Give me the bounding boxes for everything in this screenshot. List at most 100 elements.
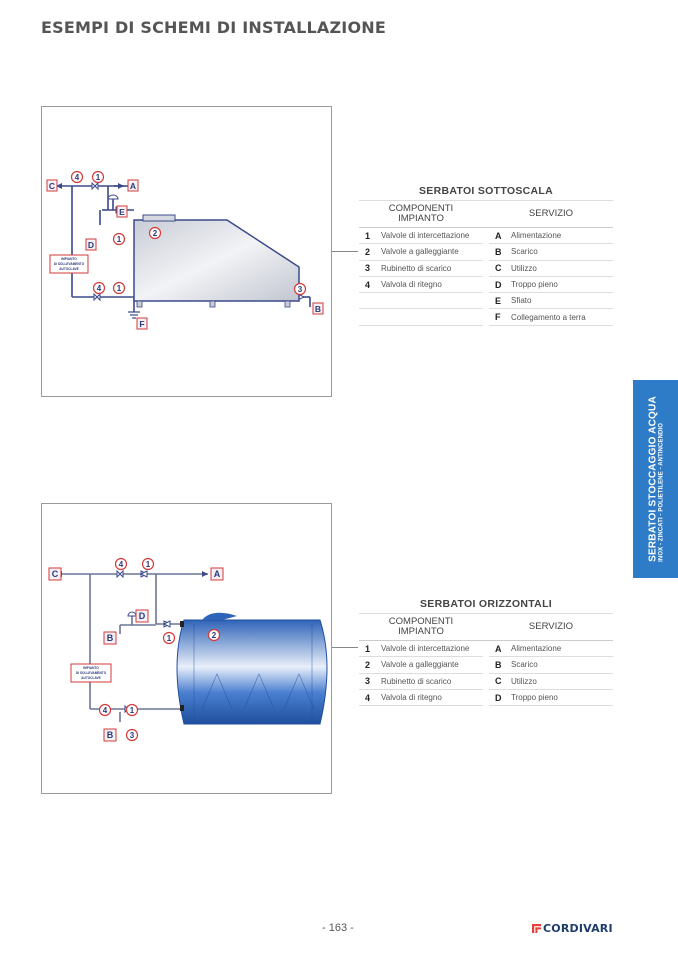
autoclave-label-box — [49, 254, 89, 274]
callout-2: 2 — [212, 631, 217, 640]
row-key: C — [495, 676, 502, 687]
callout-3: 3 — [298, 285, 303, 294]
label-C: C — [52, 569, 59, 579]
callout-1: 1 — [167, 634, 172, 643]
callout-4: 4 — [119, 560, 124, 569]
service-row: E Sfiato — [489, 293, 613, 310]
row-label: Troppo pieno — [511, 280, 558, 290]
svg-text:DI SOLLEVAMENTO: DI SOLLEVAMENTO — [54, 262, 85, 266]
row-key: C — [495, 263, 502, 274]
row-label: Valvole a galleggiante — [381, 660, 459, 670]
horizontal-tank — [176, 619, 328, 725]
label-F: F — [139, 319, 144, 329]
row-key: 3 — [365, 676, 371, 687]
row-label: Valvola di ritegno — [381, 280, 442, 290]
callout-4: 4 — [75, 173, 80, 182]
diagram-orizzontali: 4 1 1 2 4 1 3 C A D B B IMPIANTO DI SOLL… — [41, 503, 332, 794]
svg-text:DI SOLLEVAMENTO: DI SOLLEVAMENTO — [76, 671, 107, 675]
row-key: A — [495, 643, 502, 654]
component-row — [359, 309, 483, 326]
callout-1: 1 — [96, 173, 101, 182]
row-label: Valvole di intercettazione — [381, 231, 470, 241]
service-row: C Utilizzo — [489, 674, 613, 690]
table-title: SERBATOI ORIZZONTALI — [359, 598, 613, 614]
svg-text:IMPIANTO: IMPIANTO — [83, 666, 99, 670]
label-A: A — [130, 181, 136, 191]
vent-icon — [127, 611, 137, 617]
label-B: B — [107, 633, 114, 643]
orizzontali-schematic: 4 1 1 2 4 1 3 C A D B B IMPIANTO DI SOLL… — [48, 557, 328, 742]
component-row — [359, 293, 483, 310]
valve-icon — [91, 181, 99, 191]
row-key: 2 — [365, 246, 371, 257]
component-row: 3 Rubinetto di scarico — [359, 674, 483, 690]
side-tab-title: SERBATOI STOCCAGGIO ACQUA — [647, 396, 658, 562]
service-row: B Scarico — [489, 657, 613, 674]
arrow-icon — [202, 571, 208, 577]
row-key: 4 — [365, 279, 371, 290]
svg-text:AUTOCLAVE: AUTOCLAVE — [59, 267, 79, 271]
row-key: F — [495, 312, 501, 323]
row-label: Scarico — [511, 660, 538, 670]
row-label: Scarico — [511, 247, 538, 257]
component-row: 2 Valvole a galleggiante — [359, 244, 483, 261]
label-D: D — [139, 611, 146, 621]
side-tab-subtitle: INOX - ZINCATI - POLIETILENE - ANTINCEND… — [658, 423, 664, 562]
row-label: Rubinetto di scarico — [381, 676, 452, 686]
label-C: C — [49, 181, 55, 191]
row-label: Utilizzo — [511, 676, 537, 686]
table-title: SERBATOI SOTTOSCALA — [359, 185, 613, 201]
row-key: B — [495, 659, 502, 670]
header-servizio: SERVIZIO — [528, 620, 574, 632]
diagram-sottoscala: 4 1 1 2 4 1 3 C A E D F B IMPIANTO — [41, 106, 332, 397]
svg-text:IMPIANTO: IMPIANTO — [61, 257, 77, 261]
row-label: Valvole a galleggiante — [381, 247, 459, 257]
section-side-tab: SERBATOI STOCCAGGIO ACQUA INOX - ZINCATI… — [633, 380, 678, 578]
callout-1: 1 — [117, 235, 122, 244]
leader-line — [332, 251, 358, 252]
sottoscala-schematic: 4 1 1 2 4 1 3 C A E D F B IMPIANTO — [46, 170, 324, 330]
row-key: E — [495, 295, 502, 306]
callout-3: 3 — [130, 731, 135, 740]
arrow-icon — [56, 183, 62, 189]
callout-1: 1 — [117, 284, 122, 293]
row-key: 1 — [365, 643, 371, 654]
row-label: Sfiato — [511, 296, 532, 306]
page-number: - 163 - — [322, 922, 354, 934]
valve-icon — [116, 569, 124, 579]
label-E: E — [119, 207, 125, 217]
vent-icon — [107, 194, 119, 200]
row-key: D — [495, 279, 502, 290]
row-key: 3 — [365, 263, 371, 274]
label-B: B — [315, 304, 321, 314]
svg-text:AUTOCLAVE: AUTOCLAVE — [81, 676, 101, 680]
callout-2: 2 — [153, 229, 158, 238]
arrow-icon — [118, 183, 124, 189]
row-label: Alimentazione — [511, 231, 562, 241]
row-label: Troppo pieno — [511, 693, 558, 703]
row-label: Utilizzo — [511, 263, 537, 273]
brand-logo: CORDIVARI — [532, 922, 613, 935]
page-title: ESEMPI DI SCHEMI DI INSTALLAZIONE — [41, 18, 386, 37]
header-servizio: SERVIZIO — [528, 207, 574, 219]
service-row: D Troppo pieno — [489, 277, 613, 294]
autoclave-label-box — [70, 663, 112, 683]
cordivari-logo-icon — [532, 924, 541, 933]
component-row: 4 Valvola di ritegno — [359, 277, 483, 294]
row-label: Valvola di ritegno — [381, 693, 442, 703]
